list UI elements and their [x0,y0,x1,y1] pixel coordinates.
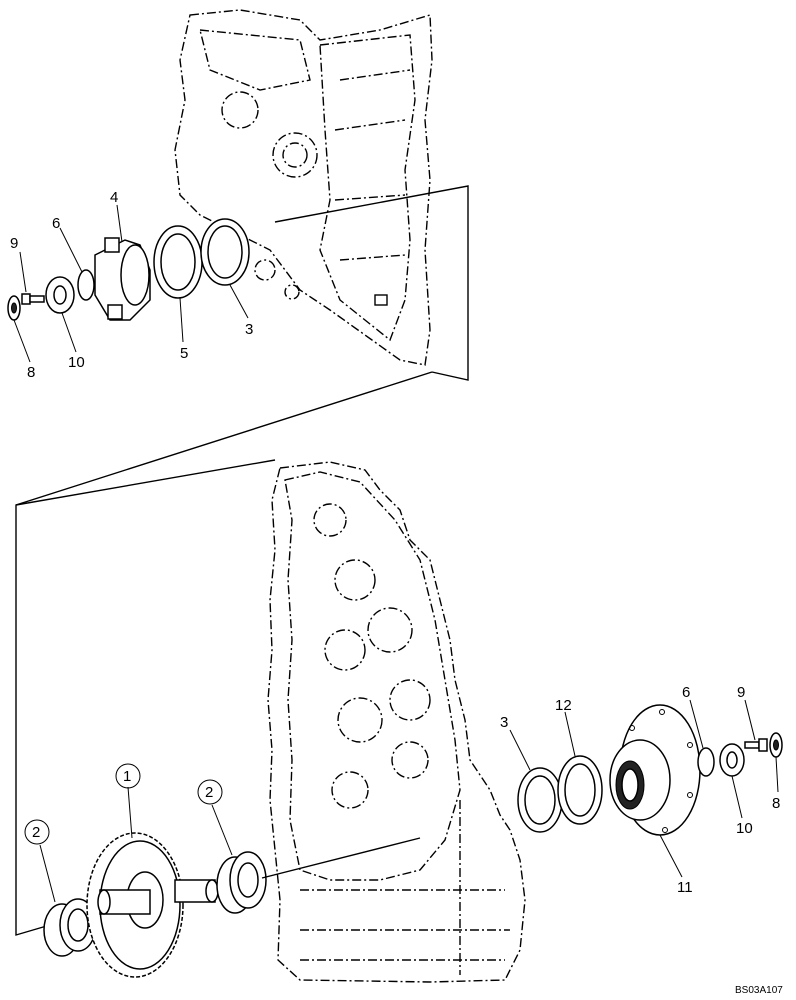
part-6-o-ring [77,269,95,301]
callout-top-8: 8 [27,364,35,381]
part-8-lock-plate-lower [769,732,783,758]
callout-top-3: 3 [245,321,253,338]
callout-bot-6: 6 [682,684,690,701]
upper-frame [274,185,469,381]
callout-bot-2a: 2 [24,819,50,845]
part-2-bearing-right [216,851,267,914]
callout-bot-8: 8 [772,795,780,812]
svg-text:1: 1 [123,768,131,785]
upper-housing-inner [319,34,416,342]
part-11-hub-housing [609,704,701,836]
svg-text:2: 2 [205,784,213,801]
callout-bot-11: 11 [677,879,693,896]
svg-text:2: 2 [32,824,40,841]
part-4-yoke [94,237,151,321]
callout-bot-2b: 2 [197,779,223,805]
drawing-code: BS03A107 [735,985,783,996]
callout-top-6: 6 [52,215,60,232]
callout-bot-9: 9 [737,684,745,701]
callout-top-5: 5 [180,345,188,362]
callout-top-10: 10 [68,354,85,371]
callout-bot-12: 12 [555,697,572,714]
callout-top-9: 9 [10,235,18,252]
callout-top-4: 4 [110,189,118,206]
lower-assembly: 1 2 2 3 12 6 9 8 10 11 [24,461,783,983]
lower-housing-outline [267,461,526,983]
part-12-seal [557,755,603,825]
part-3-seal [200,218,250,286]
part-8-lock-plate [7,295,21,321]
callout-bot-10: 10 [736,820,753,837]
part-10-plate [45,276,75,314]
callout-bot-1: 1 [115,763,141,789]
part-9-bolt-lower [744,738,768,752]
upper-housing-outline [174,9,433,366]
part-6-o-ring-lower [697,747,715,777]
part-1-gear-shaft [86,832,219,978]
upper-assembly: 9 6 4 8 10 5 3 [7,9,469,381]
part-5-seal [153,225,203,299]
callout-bot-3: 3 [500,714,508,731]
part-10-plate-lower [719,743,745,777]
connector-frame [15,371,433,936]
part-3-seal-lower [517,767,563,833]
part-9-bolt [21,293,45,305]
